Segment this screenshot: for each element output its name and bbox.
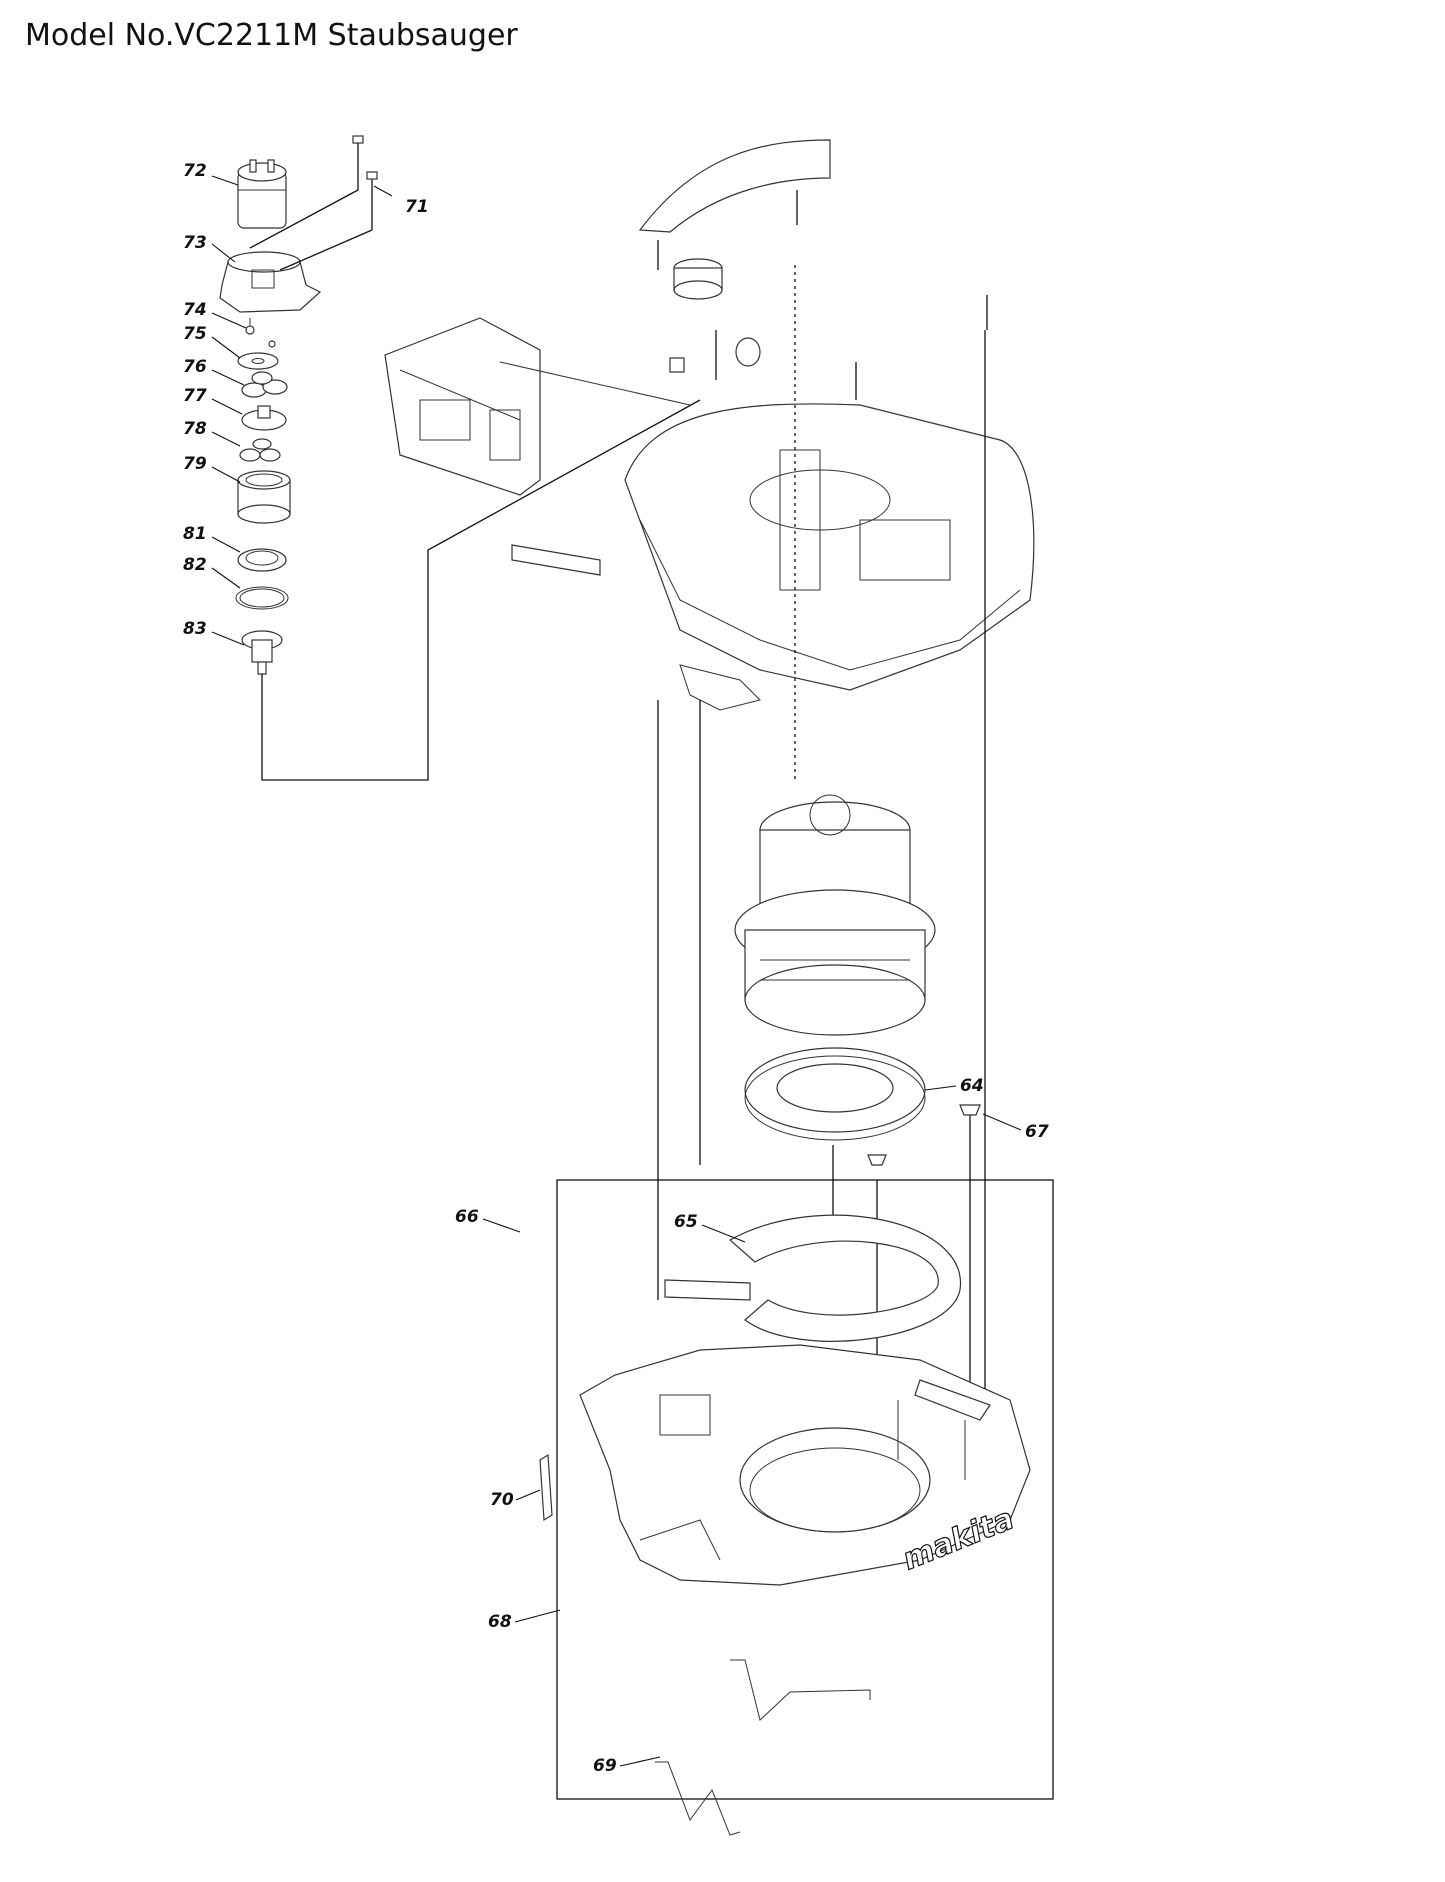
label-70: 70: [490, 1490, 514, 1510]
label-76: 76: [183, 357, 207, 377]
label-75: 75: [183, 324, 207, 344]
label-64: 64: [960, 1076, 984, 1096]
label-83: 83: [183, 619, 207, 639]
label-77: 77: [183, 386, 207, 406]
part-labels: 72 71 73 74 75 76 77 78 79 81 82 83 64 6…: [183, 161, 1049, 1776]
part-64-gasket[interactable]: [744, 1047, 926, 1141]
part-68-base-housing[interactable]: [579, 1344, 1031, 1586]
gear-motor-assembly: [219, 135, 701, 781]
label-66: 66: [455, 1207, 479, 1227]
label-74: 74: [183, 300, 207, 320]
label-67: 67: [1025, 1122, 1049, 1142]
part-71-screws[interactable]: [352, 135, 378, 230]
part-66-hose-hook[interactable]: [521, 1230, 550, 1288]
page-title: Model No.VC2211M Staubsauger: [25, 18, 518, 53]
label-82: 82: [183, 555, 207, 575]
part-73-gear-housing[interactable]: [219, 251, 322, 313]
part-69-wire-clip[interactable]: [655, 1659, 871, 1836]
suction-motor: [734, 794, 936, 1036]
part-82-o-ring[interactable]: [235, 586, 289, 610]
part-75-washer[interactable]: [237, 340, 279, 370]
part-65-seal-strip[interactable]: [664, 1214, 961, 1342]
tube: [511, 544, 601, 576]
top-housing-shell: [624, 403, 1035, 711]
lower-assembly-frame: [556, 1179, 1054, 1800]
part-83-output-shaft[interactable]: [241, 630, 283, 675]
part-78-gear-set[interactable]: [239, 438, 281, 462]
part-79-ring-gear[interactable]: [237, 470, 291, 524]
part-70-clip[interactable]: [539, 1453, 553, 1522]
control-board: [384, 317, 541, 496]
part-76-gear-set[interactable]: [241, 371, 288, 398]
label-73: 73: [183, 233, 207, 253]
part-67-cap[interactable]: [867, 1104, 981, 1166]
label-69: 69: [593, 1756, 617, 1776]
label-65: 65: [674, 1212, 698, 1232]
rod: [499, 361, 691, 406]
label-72: 72: [183, 161, 207, 181]
label-68: 68: [488, 1612, 512, 1632]
label-79: 79: [183, 454, 207, 474]
label-71: 71: [405, 197, 429, 217]
part-74-pin[interactable]: [245, 318, 255, 335]
label-81: 81: [183, 524, 207, 544]
upper-housing-assembly: [384, 139, 1035, 711]
label-78: 78: [183, 419, 207, 439]
leader-lines: [211, 175, 1022, 1767]
part-81-bearing[interactable]: [237, 548, 287, 572]
part-72-motor[interactable]: [237, 159, 287, 229]
part-77-gear-carrier[interactable]: [241, 405, 287, 431]
carry-handle: [638, 139, 831, 233]
